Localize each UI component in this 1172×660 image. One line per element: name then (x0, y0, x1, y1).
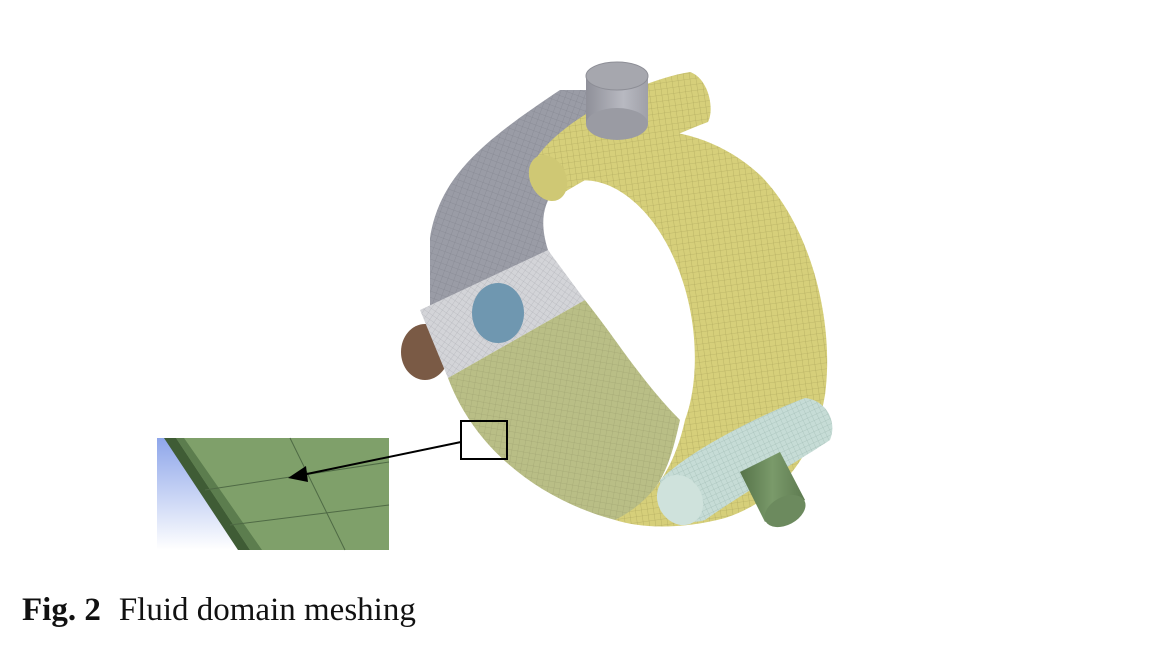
figure-caption: Fig. 2 Fluid domain meshing (22, 592, 416, 629)
ring-gray-band (430, 90, 640, 310)
bottom-branch-cap (764, 494, 806, 528)
fluid-domain-figure (157, 61, 833, 551)
top-pipe-end (528, 154, 568, 202)
ring-green-band (448, 300, 680, 520)
zoom-arrow (288, 441, 462, 482)
figure-label: Fig. 2 (22, 592, 101, 628)
zoom-rectangle (460, 420, 508, 460)
top-cylinder-bottom (586, 108, 648, 140)
figure-caption-text: Fluid domain meshing (118, 592, 416, 628)
mesh-ring-model (401, 61, 833, 528)
mesh-detail-inset (157, 437, 390, 551)
top-cylinder-cap (585, 61, 649, 91)
bottom-pipe (660, 398, 833, 522)
ring-opening (543, 180, 695, 420)
bottom-pipe-end (656, 474, 704, 526)
blue-outlet (472, 283, 524, 343)
